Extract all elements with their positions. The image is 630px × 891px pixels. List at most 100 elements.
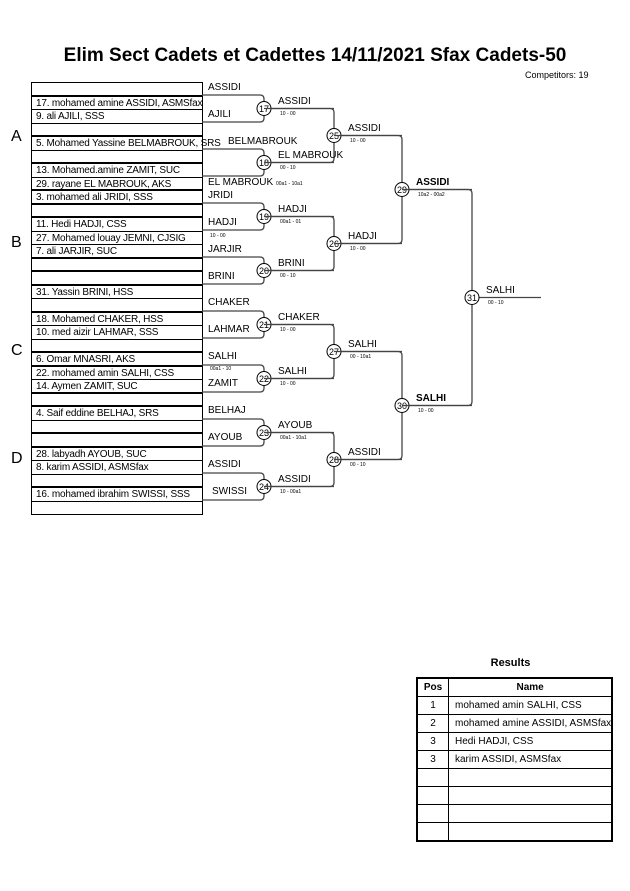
first-round-label: ASSIDI: [208, 82, 241, 93]
empty-slot: [32, 475, 202, 488]
competitor-entry: 11. Hedi HADJI, CSS: [32, 218, 202, 232]
first-round-label: HADJI: [208, 217, 237, 228]
match-winner: ASSIDI: [278, 473, 311, 485]
empty-slot: [32, 205, 202, 218]
result-name: [448, 786, 613, 805]
match-score: 00 - 10: [488, 299, 504, 306]
result-pos: [416, 786, 449, 805]
bracket-connector: [402, 188, 473, 407]
match-score: 00 - 10: [280, 164, 296, 171]
name-header: Name: [448, 677, 613, 697]
competitor-entry: 9. ali AJILI, SSS: [32, 110, 202, 124]
result-name: [448, 822, 613, 842]
competitor-entry: 7. ali JARJIR, SUC: [32, 245, 202, 259]
match-winner: EL MABROUK: [278, 149, 344, 161]
match-score: 00 - 10a1: [350, 353, 372, 360]
competitor-entry: 31. Yassin BRINI, HSS: [32, 286, 202, 299]
match-winner: SALHI: [416, 392, 446, 404]
result-pos: [416, 768, 449, 787]
empty-slot: [32, 299, 202, 313]
competitor-entry: 13. Mohamed.amine ZAMIT, SUC: [32, 164, 202, 178]
match-score: 00a1 - 10a1: [280, 434, 307, 441]
bracket-connector: [202, 148, 265, 177]
competitor-entry: 5. Mohamed Yassine BELMABROUK, SRS: [32, 137, 221, 151]
match-score: 10 - 00: [280, 380, 296, 387]
competitor-entry: 27. Mohamed louay JEMNI, CJSIG: [32, 232, 202, 245]
result-pos: 3: [416, 732, 449, 751]
match-winner: ASSIDI: [416, 176, 450, 188]
competitor-entry: 22. mohamed amin SALHI, CSS: [32, 367, 202, 380]
match-score: 10 - 00: [418, 407, 434, 414]
empty-slot: [32, 259, 202, 272]
first-round-label: CHAKER: [208, 297, 250, 308]
match-score: 10 - 00: [280, 326, 296, 333]
first-round-label: JRIDI: [208, 190, 233, 201]
result-name: mohamed amin SALHI, CSS: [448, 696, 613, 715]
first-round-label: BELHAJ: [208, 405, 246, 416]
result-name: Hedi HADJI, CSS: [448, 732, 613, 751]
competitor-entry: 28. labyadh AYOUB, SUC: [32, 448, 202, 461]
empty-slot: [32, 272, 202, 286]
match-score: 00 - 10: [350, 461, 366, 468]
empty-slot: [32, 83, 202, 97]
result-name: karim ASSIDI, ASMSfax: [448, 750, 613, 769]
first-round-label: AYOUB: [208, 432, 243, 443]
first-round-label: SWISSI: [212, 486, 248, 497]
match-winner: SALHI: [348, 338, 377, 350]
first-round-label: SALHI: [208, 351, 237, 362]
result-pos: 3: [416, 750, 449, 769]
empty-slot: [32, 421, 202, 434]
match-winner: SALHI: [278, 365, 307, 377]
match-score: 00a1 - 01: [280, 218, 302, 225]
first-round-label: BRINI: [208, 271, 235, 282]
results-row: [416, 768, 613, 787]
results-row: [416, 822, 613, 842]
match-number-circle: [464, 290, 480, 305]
match-winner: HADJI: [348, 230, 377, 242]
preliminary-score: 00a1 - 10a1: [276, 181, 303, 187]
competitor-entry: 18. Mohamed CHAKER, HSS: [32, 313, 202, 326]
competitor-entry: 14. Aymen ZAMIT, SUC: [32, 380, 202, 394]
result-name: [448, 804, 613, 823]
match-winner: BRINI: [278, 257, 305, 269]
result-pos: 2: [416, 714, 449, 733]
first-round-label: AJILI: [208, 109, 231, 120]
results-row: [416, 804, 613, 823]
empty-slot: [32, 502, 202, 515]
pos-header: Pos: [416, 677, 449, 697]
pool-label: B: [11, 234, 22, 251]
empty-slot: [32, 434, 202, 448]
preliminary-score: 10 - 00: [210, 233, 226, 239]
match-winner: ASSIDI: [278, 95, 311, 107]
first-round-label: BELMABROUK: [228, 136, 298, 147]
competitors-count: Competitors: 19: [525, 70, 589, 80]
empty-slot: [32, 124, 202, 137]
match-score: 10 - 00: [350, 245, 366, 252]
preliminary-score: 00a1 - 10: [210, 366, 232, 372]
match-winner: ASSIDI: [348, 446, 381, 458]
pool-label: C: [11, 342, 23, 359]
empty-slot: [32, 394, 202, 407]
result-pos: [416, 822, 449, 842]
first-round-label: ZAMIT: [208, 378, 238, 389]
empty-slot: [32, 340, 202, 353]
page-title: Elim Sect Cadets et Cadettes 14/11/2021 …: [63, 45, 567, 66]
first-round-label: ASSIDI: [208, 459, 241, 470]
competitor-entry: 4. Saif eddine BELHAJ, SRS: [32, 407, 202, 421]
results-title: Results: [490, 657, 531, 669]
match-winner: CHAKER: [278, 311, 320, 323]
first-round-label: EL MABROUK: [208, 177, 274, 188]
bracket-connector: [334, 350, 403, 461]
match-score: 10 - 00: [280, 110, 296, 117]
competitor-entry: 3. mohamed ali JRIDI, SSS: [32, 191, 202, 205]
match-number: 31: [467, 293, 477, 303]
match-score: 10a2 - 00a2: [418, 191, 445, 198]
first-round-label: JARJIR: [208, 244, 242, 255]
